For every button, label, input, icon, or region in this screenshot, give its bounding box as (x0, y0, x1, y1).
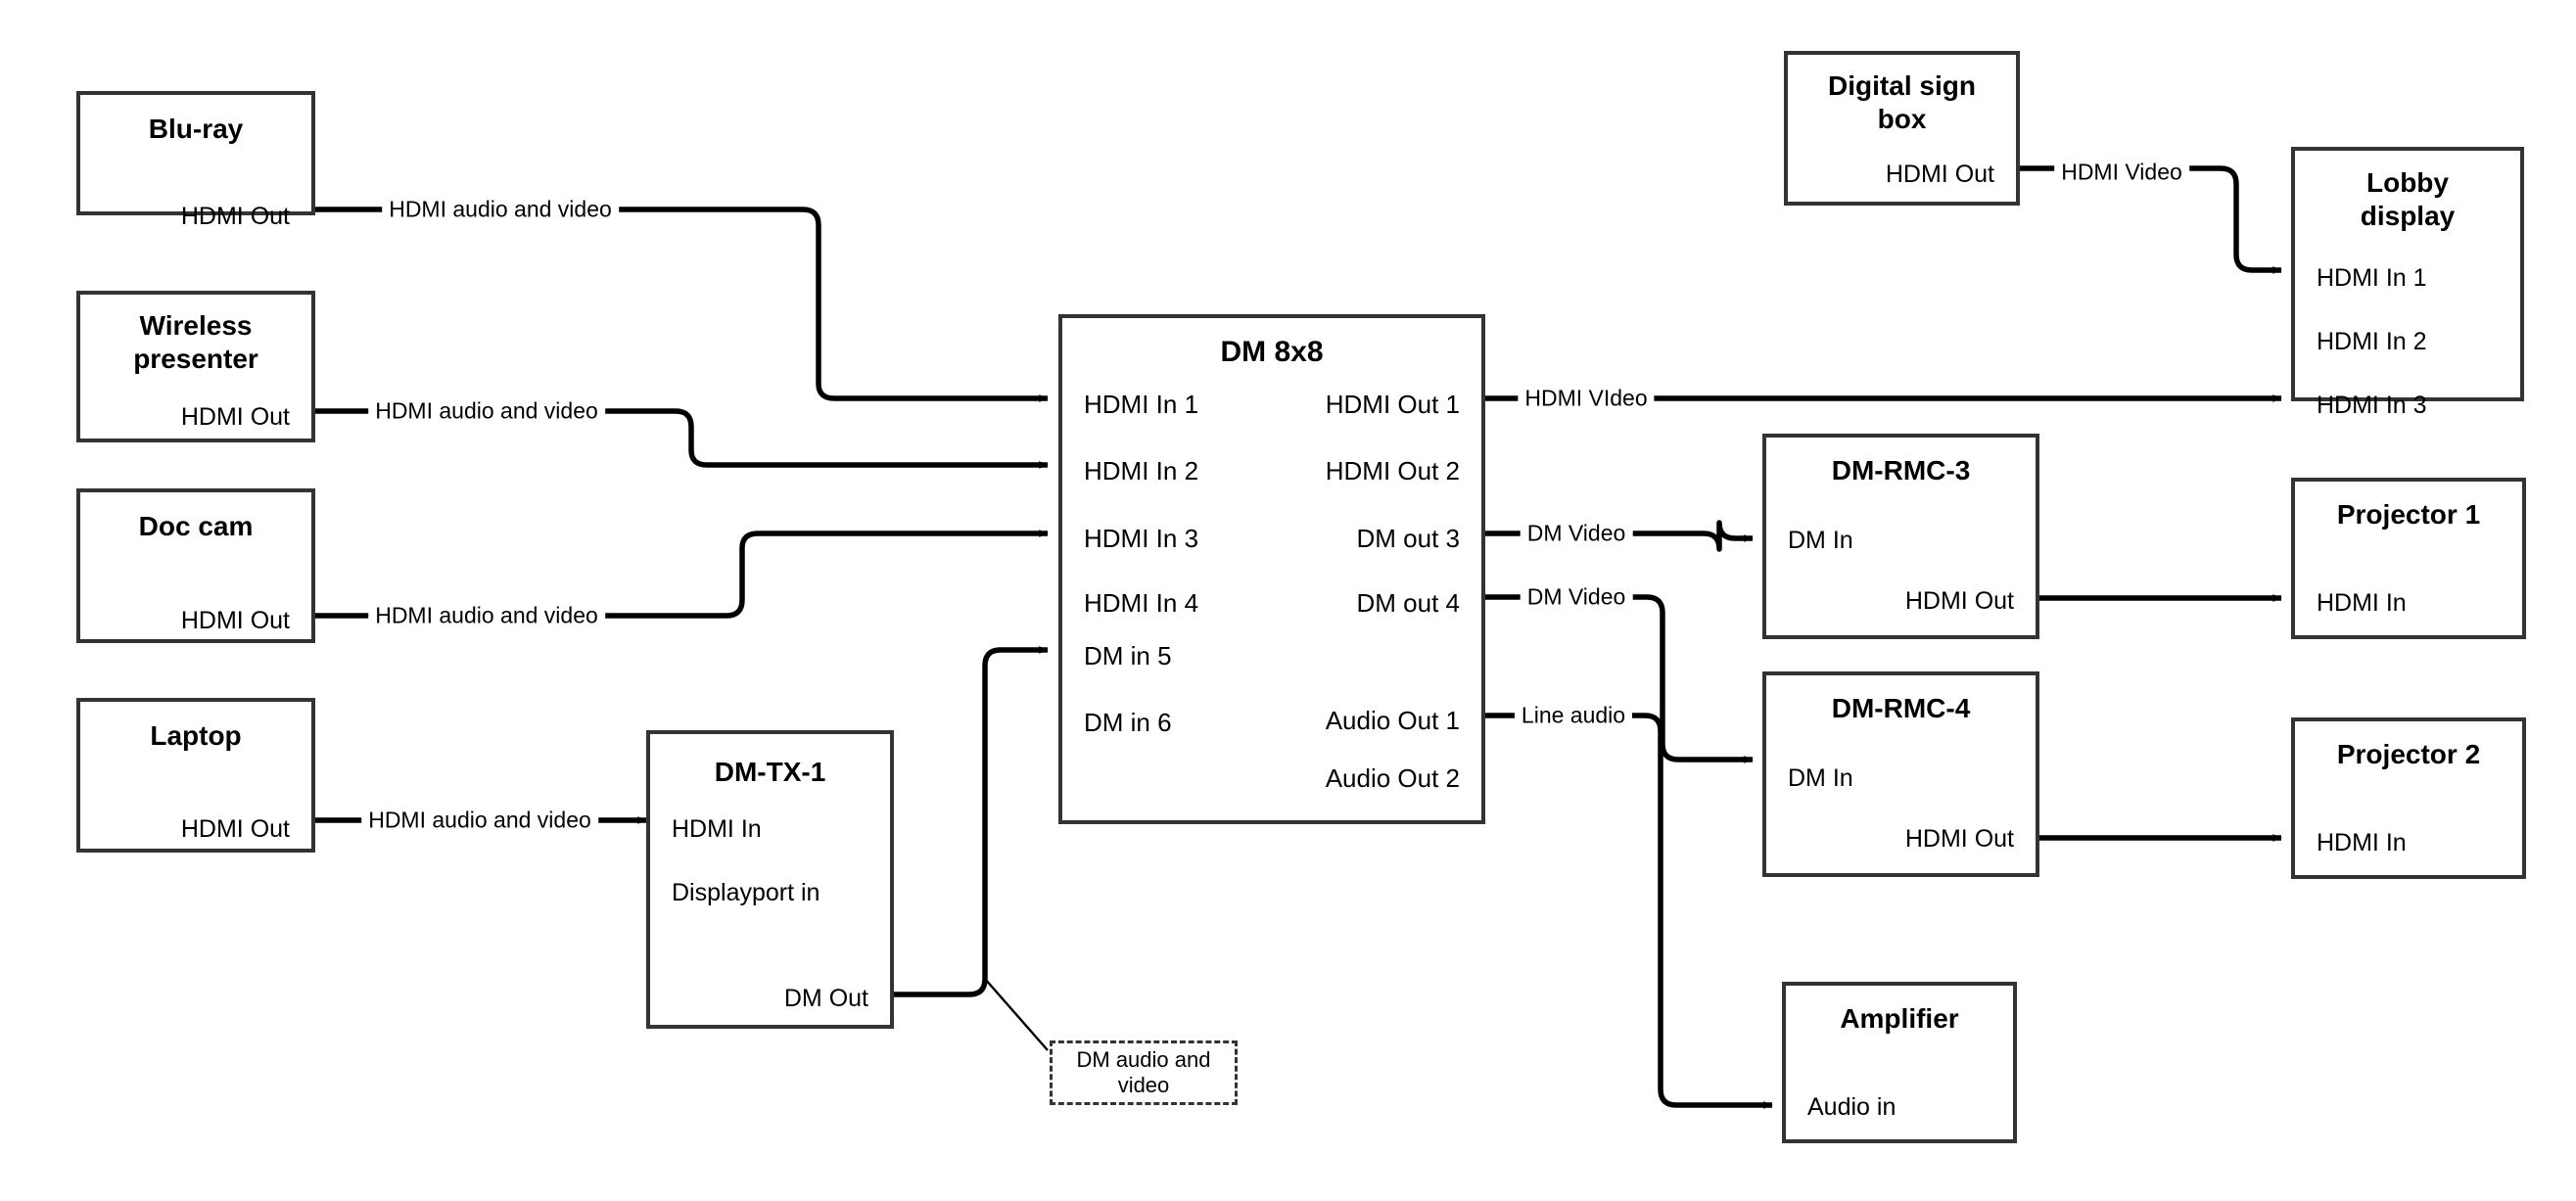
port-hdmi-out: HDMI Out (1904, 587, 2014, 615)
port-hdmi-in-2: HDMI In 2 (1084, 456, 1199, 485)
node-dm-rmc-4[interactable]: DM-RMC-4 DM In HDMI Out (1762, 671, 2039, 877)
node-title: DM-RMC-4 (1831, 693, 1971, 723)
port-dm-in: DM In (1788, 527, 1853, 554)
node-title: Projector 2 (2336, 739, 2481, 769)
port-hdmi-out: HDMI Out (180, 815, 290, 843)
node-blu-ray[interactable]: Blu-ray HDMI Out (76, 91, 315, 229)
wire-label-bluray-to-dm-in1: HDMI audio and video (382, 198, 619, 221)
wire-tx-to-dm-in5 (894, 646, 1049, 997)
port-audio-out-2: Audio Out 2 (1325, 763, 1460, 793)
port-hdmi-out-1: HDMI Out 1 (1325, 390, 1460, 419)
node-dm-8x8[interactable]: DM 8x8 HDMI In 1 HDMI In 2 HDMI In 3 HDM… (1058, 314, 1485, 824)
node-title: Doc cam (138, 511, 254, 541)
port-hdmi-out-2: HDMI Out 2 (1325, 456, 1460, 485)
node-title: Laptop (150, 720, 242, 751)
node-title-line1: Lobby (2366, 167, 2449, 198)
port-hdmi-out: HDMI Out (1904, 825, 2014, 853)
node-wireless-presenter[interactable]: Wireless presenter HDMI Out (76, 291, 315, 442)
port-dm-out: DM Out (783, 985, 868, 1012)
wire-label-laptop-to-tx: HDMI audio and video (361, 808, 598, 832)
node-title: Projector 1 (2336, 499, 2481, 530)
node-dm-rmc-3[interactable]: DM-RMC-3 DM In HDMI Out (1762, 434, 2039, 639)
port-hdmi-in: HDMI In (2317, 589, 2407, 617)
port-hdmi-in-2: HDMI In 2 (2317, 328, 2427, 355)
node-laptop[interactable]: Laptop HDMI Out (76, 698, 315, 853)
port-hdmi-out: HDMI Out (180, 607, 290, 634)
port-hdmi-out: HDMI Out (180, 403, 290, 431)
wire-label-dm-out3-to-rmc3: DM Video (1520, 522, 1633, 545)
node-title-line2: display (2360, 201, 2456, 231)
node-title: Blu-ray (148, 114, 244, 144)
port-hdmi-in: HDMI In (672, 815, 762, 843)
note-line-1: DM audio and (1076, 1046, 1211, 1072)
node-title: DM-TX-1 (714, 757, 826, 787)
node-title: DM-RMC-3 (1831, 455, 1971, 485)
port-hdmi-in-3: HDMI In 3 (2317, 392, 2427, 419)
node-digital-sign-box[interactable]: Digital sign box HDMI Out (1784, 51, 2020, 206)
node-title-line1: Digital sign (1828, 70, 1976, 101)
node-title: DM 8x8 (1220, 336, 1324, 368)
port-dm-in-5: DM in 5 (1084, 641, 1172, 670)
port-hdmi-in: HDMI In (2317, 829, 2407, 856)
node-dm-tx-1[interactable]: DM-TX-1 HDMI In Displayport in DM Out (646, 730, 894, 1029)
wire-label-dm-audio1-to-amp: Line audio (1514, 704, 1633, 727)
wire-label-doccam-to-dm-in3: HDMI audio and video (368, 604, 605, 627)
port-hdmi-in-4: HDMI In 4 (1084, 588, 1199, 618)
node-amplifier[interactable]: Amplifier Audio in (1782, 982, 2017, 1143)
node-title-line2: box (1877, 104, 1927, 134)
port-hdmi-in-1: HDMI In 1 (1084, 390, 1199, 419)
note-dm-audio-and-video: DM audio and video (1050, 1040, 1238, 1105)
note-leader-line (984, 978, 1049, 1051)
port-audio-in: Audio in (1807, 1093, 1897, 1121)
port-hdmi-in-3: HDMI In 3 (1084, 524, 1199, 553)
node-title: Amplifier (1840, 1003, 1959, 1034)
node-title-line1: Wireless (139, 310, 253, 341)
port-displayport-in: Displayport in (672, 879, 820, 906)
node-projector-1[interactable]: Projector 1 HDMI In (2291, 478, 2526, 639)
wire-bluray-to-dm-in1 (315, 207, 1049, 402)
port-hdmi-in-1: HDMI In 1 (2317, 264, 2427, 292)
port-dm-out-4: DM out 4 (1356, 588, 1461, 618)
wire-label-dm-out4-to-rmc4: DM Video (1520, 585, 1633, 609)
wire-label-dm-out1-to-lobby3: HDMI VIdeo (1518, 387, 1655, 410)
port-audio-out-1: Audio Out 1 (1325, 706, 1460, 735)
wire-dm-out4-to-rmc4 (1485, 594, 1754, 763)
wire-dm-audio1-to-amp (1485, 713, 1773, 1109)
port-dm-in: DM In (1788, 764, 1853, 792)
node-lobby-display[interactable]: Lobby display HDMI In 1 HDMI In 2 HDMI I… (2291, 147, 2524, 418)
port-hdmi-out: HDMI Out (180, 203, 290, 230)
wire-label-sign-to-lobby1: HDMI Video (2054, 161, 2189, 184)
node-doc-cam[interactable]: Doc cam HDMI Out (76, 488, 315, 643)
port-dm-out-3: DM out 3 (1356, 524, 1461, 553)
node-title-line2: presenter (133, 344, 258, 374)
port-hdmi-out: HDMI Out (1885, 161, 1994, 188)
node-projector-2[interactable]: Projector 2 HDMI In (2291, 717, 2526, 879)
note-line-2: video (1117, 1073, 1170, 1097)
port-dm-in-6: DM in 6 (1084, 708, 1172, 737)
wire-label-wireless-to-dm-in2: HDMI audio and video (368, 399, 605, 423)
